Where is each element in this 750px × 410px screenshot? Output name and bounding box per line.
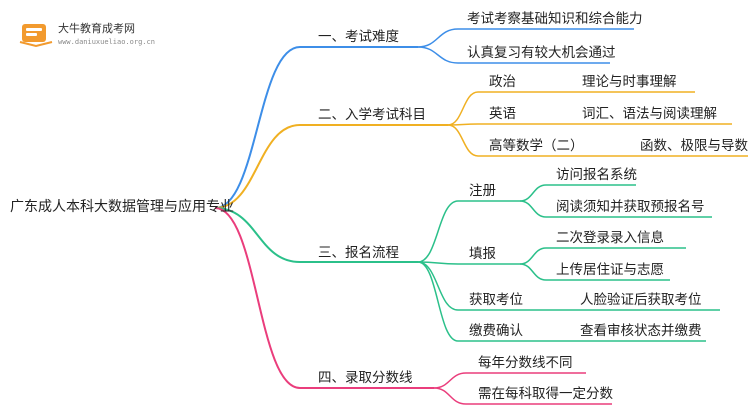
logo-url: www.daniuxueli​ao.org.cn — [58, 38, 155, 46]
seat-detail: 人脸验证后获取考位 — [580, 292, 702, 308]
subject-english-desc: 词汇、语法与阅读理解 — [582, 106, 717, 122]
b3-register-to-detail-2 — [519, 200, 547, 218]
b3-fill-to-detail-2 — [519, 263, 547, 281]
site-logo: 大牛教育成考网 www.daniuxueli​ao.org.cn — [12, 14, 172, 54]
root-to-branch-3 — [214, 207, 301, 263]
step-seat: 获取考位 — [469, 292, 523, 308]
cutoff-item-1: 每年分数线不同 — [478, 355, 573, 371]
b3-to-step-1 — [417, 200, 459, 263]
step-fill: 填报 — [469, 246, 496, 262]
root-to-branch-4 — [214, 207, 301, 389]
difficulty-item-1: 考试考察基础知识和综合能力 — [467, 11, 643, 27]
subject-politics: 政治 — [489, 74, 516, 90]
payment-detail: 查看审核状态并缴费 — [580, 323, 702, 339]
step-payment: 缴费确认 — [469, 323, 523, 339]
b4-to-item-2 — [433, 387, 467, 405]
difficulty-item-2: 认真复习有较大机会通过 — [467, 45, 616, 61]
b1-to-item-1 — [417, 28, 459, 48]
fill-detail-2: 上传居住证与志愿 — [556, 262, 664, 278]
root-to-branch-1 — [214, 46, 301, 209]
branch-subjects: 二、入学考试科目 — [318, 107, 426, 123]
subject-politics-desc: 理论与时事理解 — [582, 74, 677, 90]
root-topic: 广东成人本科大数据管理与应用专业 — [10, 199, 234, 215]
logo-name: 大牛教育成考网 — [58, 22, 135, 35]
subject-math: 高等数学（二） — [489, 138, 584, 154]
b3-to-step-2 — [417, 261, 459, 265]
fill-detail-1: 二次登录录入信息 — [556, 230, 664, 246]
step-register: 注册 — [469, 183, 496, 199]
b4-to-item-1 — [433, 372, 467, 389]
branch-cutoff: 四、录取分数线 — [318, 370, 413, 386]
subject-math-desc: 函数、极限与导数 — [640, 138, 748, 154]
b2-to-subject-3 — [447, 124, 479, 157]
root-to-branch-2 — [214, 124, 301, 209]
b2-to-subject-1 — [447, 91, 479, 126]
register-detail-1: 访问报名系统 — [556, 167, 637, 183]
b3-fill-to-detail-1 — [519, 247, 547, 265]
branch-registration: 三、报名流程 — [318, 245, 399, 261]
b3-register-to-detail-1 — [519, 184, 547, 202]
b1-to-item-2 — [417, 46, 459, 64]
book-icon — [19, 24, 53, 48]
b3-to-step-4 — [417, 261, 459, 342]
branch-difficulty: 一、考试难度 — [318, 29, 399, 45]
cutoff-item-2: 需在每科取得一定分数 — [478, 386, 613, 402]
subject-english: 英语 — [489, 106, 516, 122]
register-detail-2: 阅读须知并获取预报名号 — [556, 199, 705, 215]
